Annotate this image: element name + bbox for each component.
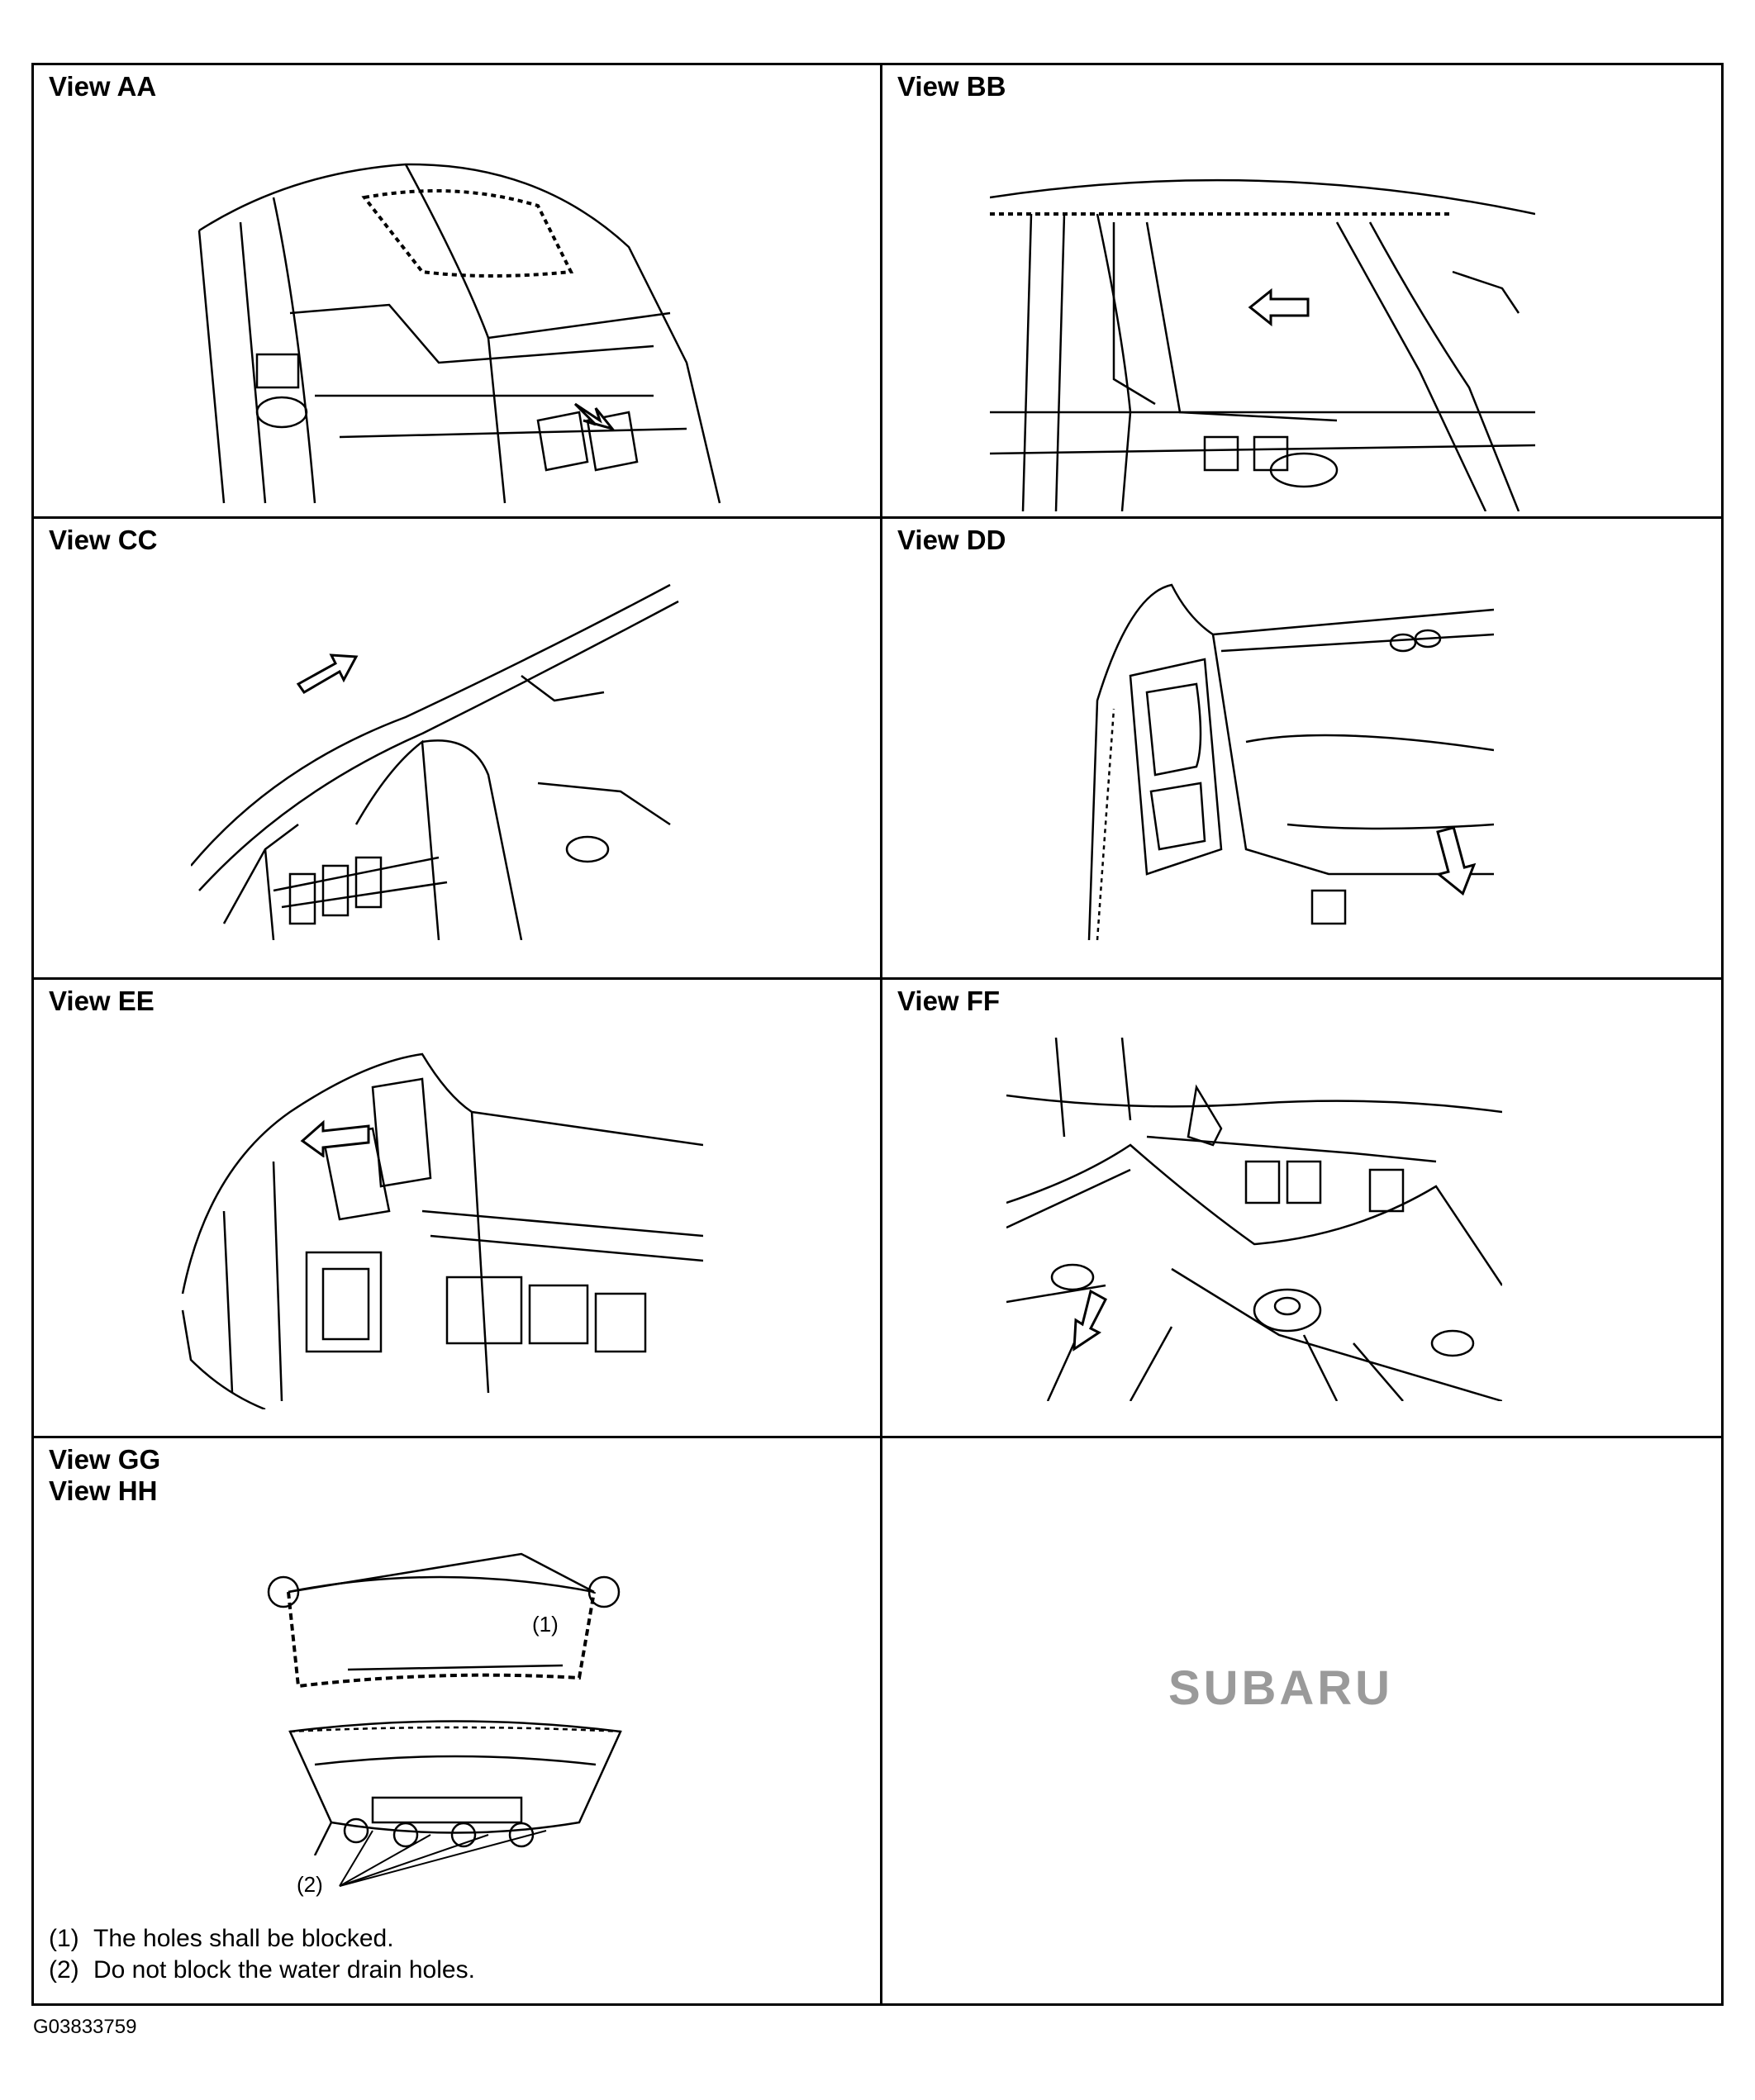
direction-arrow-icon	[1066, 1287, 1115, 1353]
view-ff-label: View FF	[897, 986, 1001, 1016]
trunk-floor-illustration	[1006, 1038, 1502, 1401]
direction-arrow-icon	[1429, 824, 1479, 899]
document-id: G03833759	[33, 2016, 137, 2038]
view-cc-label: View CC	[49, 525, 158, 555]
rear-body-side-illustration	[174, 1046, 703, 1409]
brand-panel	[882, 1438, 1721, 2003]
subaru-logo: SUBARU	[1168, 1661, 1394, 1715]
row-divider	[34, 1436, 1721, 1438]
roof-opening-illustration	[191, 148, 736, 511]
callout-2-leader	[331, 1827, 579, 1893]
direction-arrow-icon	[294, 647, 360, 696]
trunk-lid-top-illustration	[265, 1546, 637, 1694]
callout-1: (1)	[532, 1612, 559, 1637]
row-divider	[34, 516, 1721, 519]
note-2: (2)Do not block the water drain holes.	[49, 1956, 475, 1984]
view-hh-label: View HH	[49, 1475, 158, 1506]
direction-arrow-icon	[567, 387, 633, 454]
view-gg-label: View GG	[49, 1444, 161, 1475]
row-divider	[34, 977, 1721, 980]
note-1: (1)The holes shall be blocked.	[49, 1925, 394, 1952]
view-dd-label: View DD	[897, 525, 1006, 555]
direction-arrow-icon	[298, 1116, 373, 1157]
view-gg-hh-panel: View GG View HH (1)	[34, 1438, 880, 2003]
trunk-lid-underside-illustration	[282, 1715, 629, 1855]
view-aa-label: View AA	[49, 71, 157, 102]
views-grid: View AA	[31, 63, 1724, 2006]
view-dd-panel: View DD	[882, 519, 1721, 977]
view-ff-panel: View FF	[882, 980, 1721, 1436]
view-ee-panel: View EE	[34, 980, 880, 1436]
view-bb-panel: View BB	[882, 65, 1721, 516]
view-ee-label: View EE	[49, 986, 155, 1016]
column-divider	[880, 65, 882, 2003]
callout-2: (2)	[297, 1872, 323, 1897]
view-aa-panel: View AA	[34, 65, 880, 516]
view-bb-label: View BB	[897, 71, 1006, 102]
direction-arrow-icon	[1246, 287, 1312, 328]
view-cc-panel: View CC	[34, 519, 880, 977]
roof-rail-illustration	[990, 164, 1535, 511]
quarter-panel-illustration	[191, 577, 687, 940]
c-pillar-illustration	[1081, 577, 1494, 940]
